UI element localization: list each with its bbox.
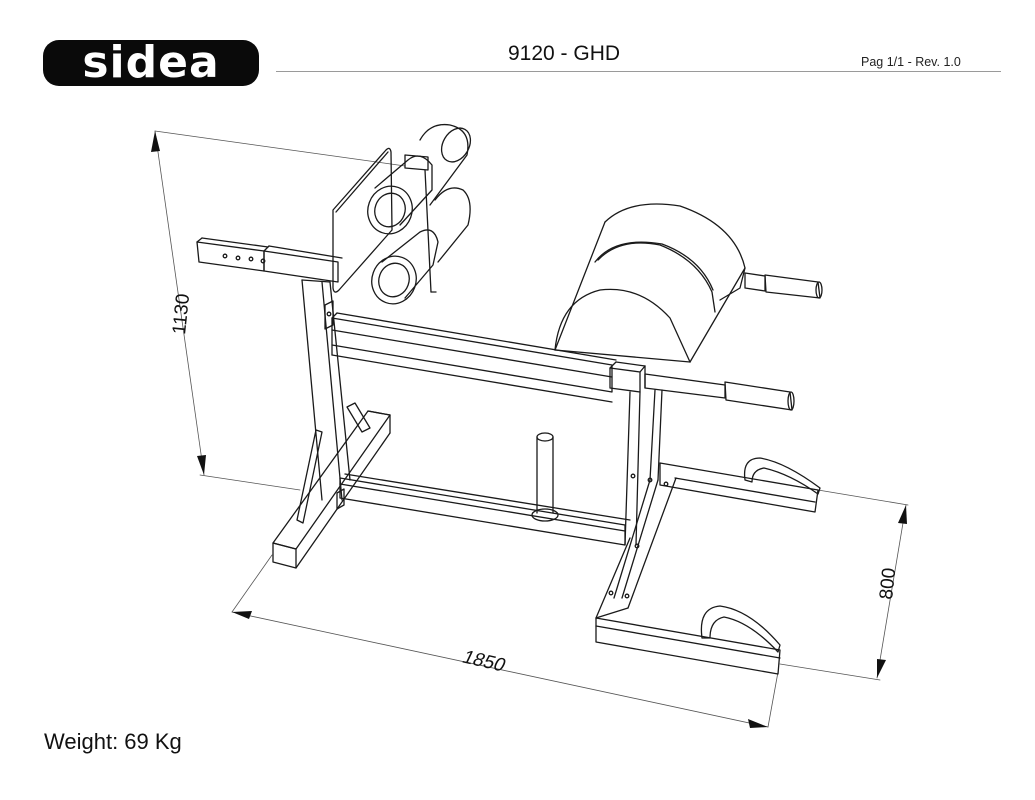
ankle-rollers bbox=[367, 123, 472, 305]
sidea-logo: sidea bbox=[43, 37, 259, 88]
adjustable-front-tube bbox=[196, 237, 343, 283]
logo-text: sidea bbox=[82, 37, 219, 88]
drawing-title: 9120 - GHD bbox=[508, 42, 621, 65]
header-divider bbox=[276, 71, 1001, 72]
dimension-length-label: 1850 bbox=[459, 647, 509, 676]
weight-spec: Weight: 69 Kg bbox=[44, 729, 182, 754]
rear-base-frame bbox=[595, 462, 819, 675]
left-upright-post bbox=[301, 279, 351, 501]
rear-upright-post bbox=[624, 389, 663, 546]
dimension-width-label: 800 bbox=[876, 567, 900, 601]
dimension-height-label: 1130 bbox=[169, 293, 194, 336]
dimension-height bbox=[151, 130, 406, 491]
foot-plate bbox=[332, 147, 393, 293]
dimension-width bbox=[779, 489, 909, 681]
hip-pad bbox=[554, 203, 823, 363]
main-top-beam bbox=[324, 300, 617, 403]
floor-crossbar bbox=[336, 473, 631, 546]
left-base-foot bbox=[272, 402, 391, 569]
foot-hooks bbox=[700, 457, 821, 653]
dimension-length bbox=[231, 554, 779, 728]
page-revision-info: Pag 1/1 - Rev. 1.0 bbox=[861, 55, 961, 69]
front-collar-and-handle bbox=[609, 361, 795, 411]
plate-storage-peg bbox=[531, 432, 559, 522]
